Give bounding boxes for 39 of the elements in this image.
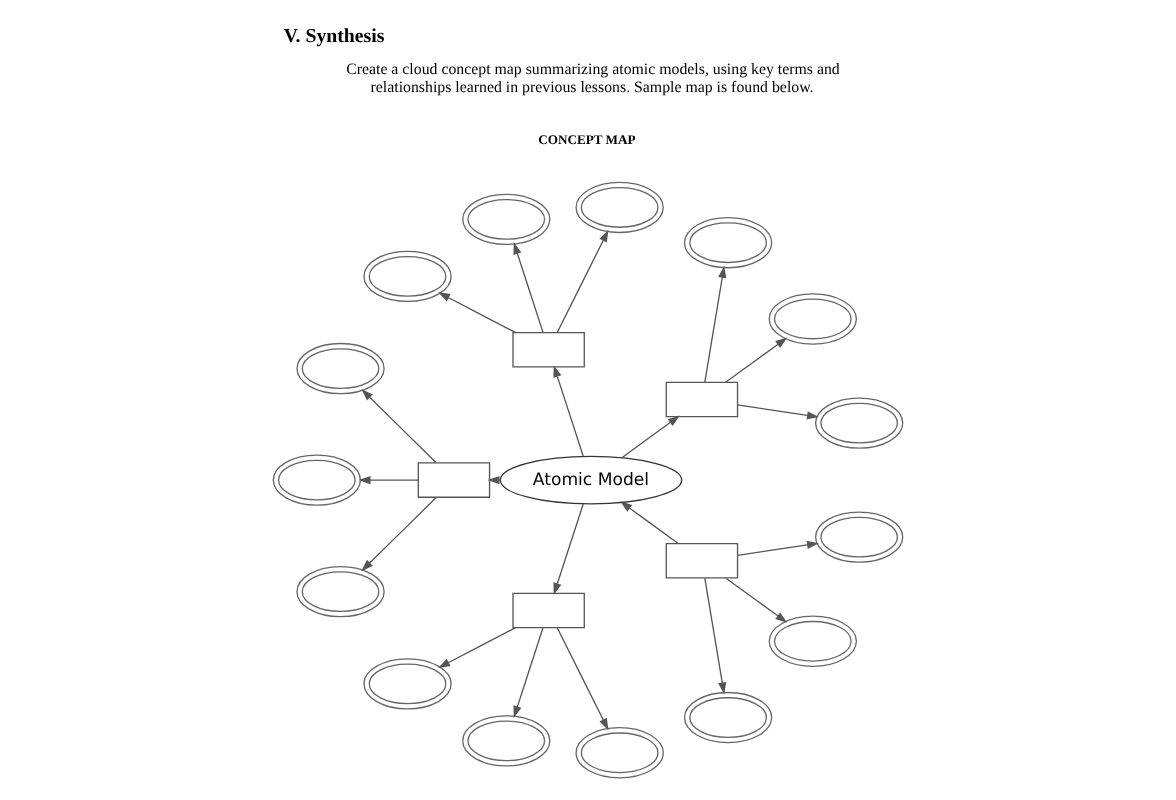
- arrow: [725, 577, 788, 623]
- node-cloud: [575, 181, 664, 234]
- arrow: [736, 540, 819, 556]
- node-cloud: [768, 615, 857, 667]
- node-cloud: [462, 193, 551, 246]
- arrow: [556, 627, 609, 731]
- arrow: [487, 475, 501, 485]
- arrow: [553, 365, 584, 457]
- arrow: [620, 501, 679, 544]
- node-cloud: [296, 565, 385, 618]
- node-box: [417, 462, 491, 498]
- arrow: [725, 337, 788, 383]
- node-cloud: [683, 691, 773, 744]
- arrow: [361, 389, 437, 464]
- node-box: [512, 331, 585, 368]
- arrow: [553, 503, 584, 595]
- arrow: [358, 475, 419, 485]
- node-cloud: [768, 293, 857, 345]
- node-box: [512, 592, 585, 629]
- node-box: [665, 381, 739, 418]
- node-cloud: [296, 342, 385, 395]
- diagram-title: V. Synthesis: [283, 25, 385, 48]
- node-cloud: [272, 454, 362, 506]
- node-cloud: [683, 216, 773, 269]
- arrow: [438, 292, 517, 334]
- node-cloud: [814, 511, 904, 563]
- arrow: [513, 242, 544, 333]
- arrow: [513, 627, 544, 718]
- node-cloud: [575, 727, 664, 779]
- arrow: [556, 229, 609, 333]
- arrow: [704, 265, 727, 383]
- arrow: [736, 404, 819, 420]
- arrow: [361, 496, 437, 572]
- arrow: [704, 577, 727, 695]
- node-box: [665, 542, 739, 579]
- node-cloud: [814, 397, 904, 449]
- arrow: [438, 627, 517, 668]
- arrow: [621, 415, 680, 459]
- node-cloud: [462, 715, 551, 767]
